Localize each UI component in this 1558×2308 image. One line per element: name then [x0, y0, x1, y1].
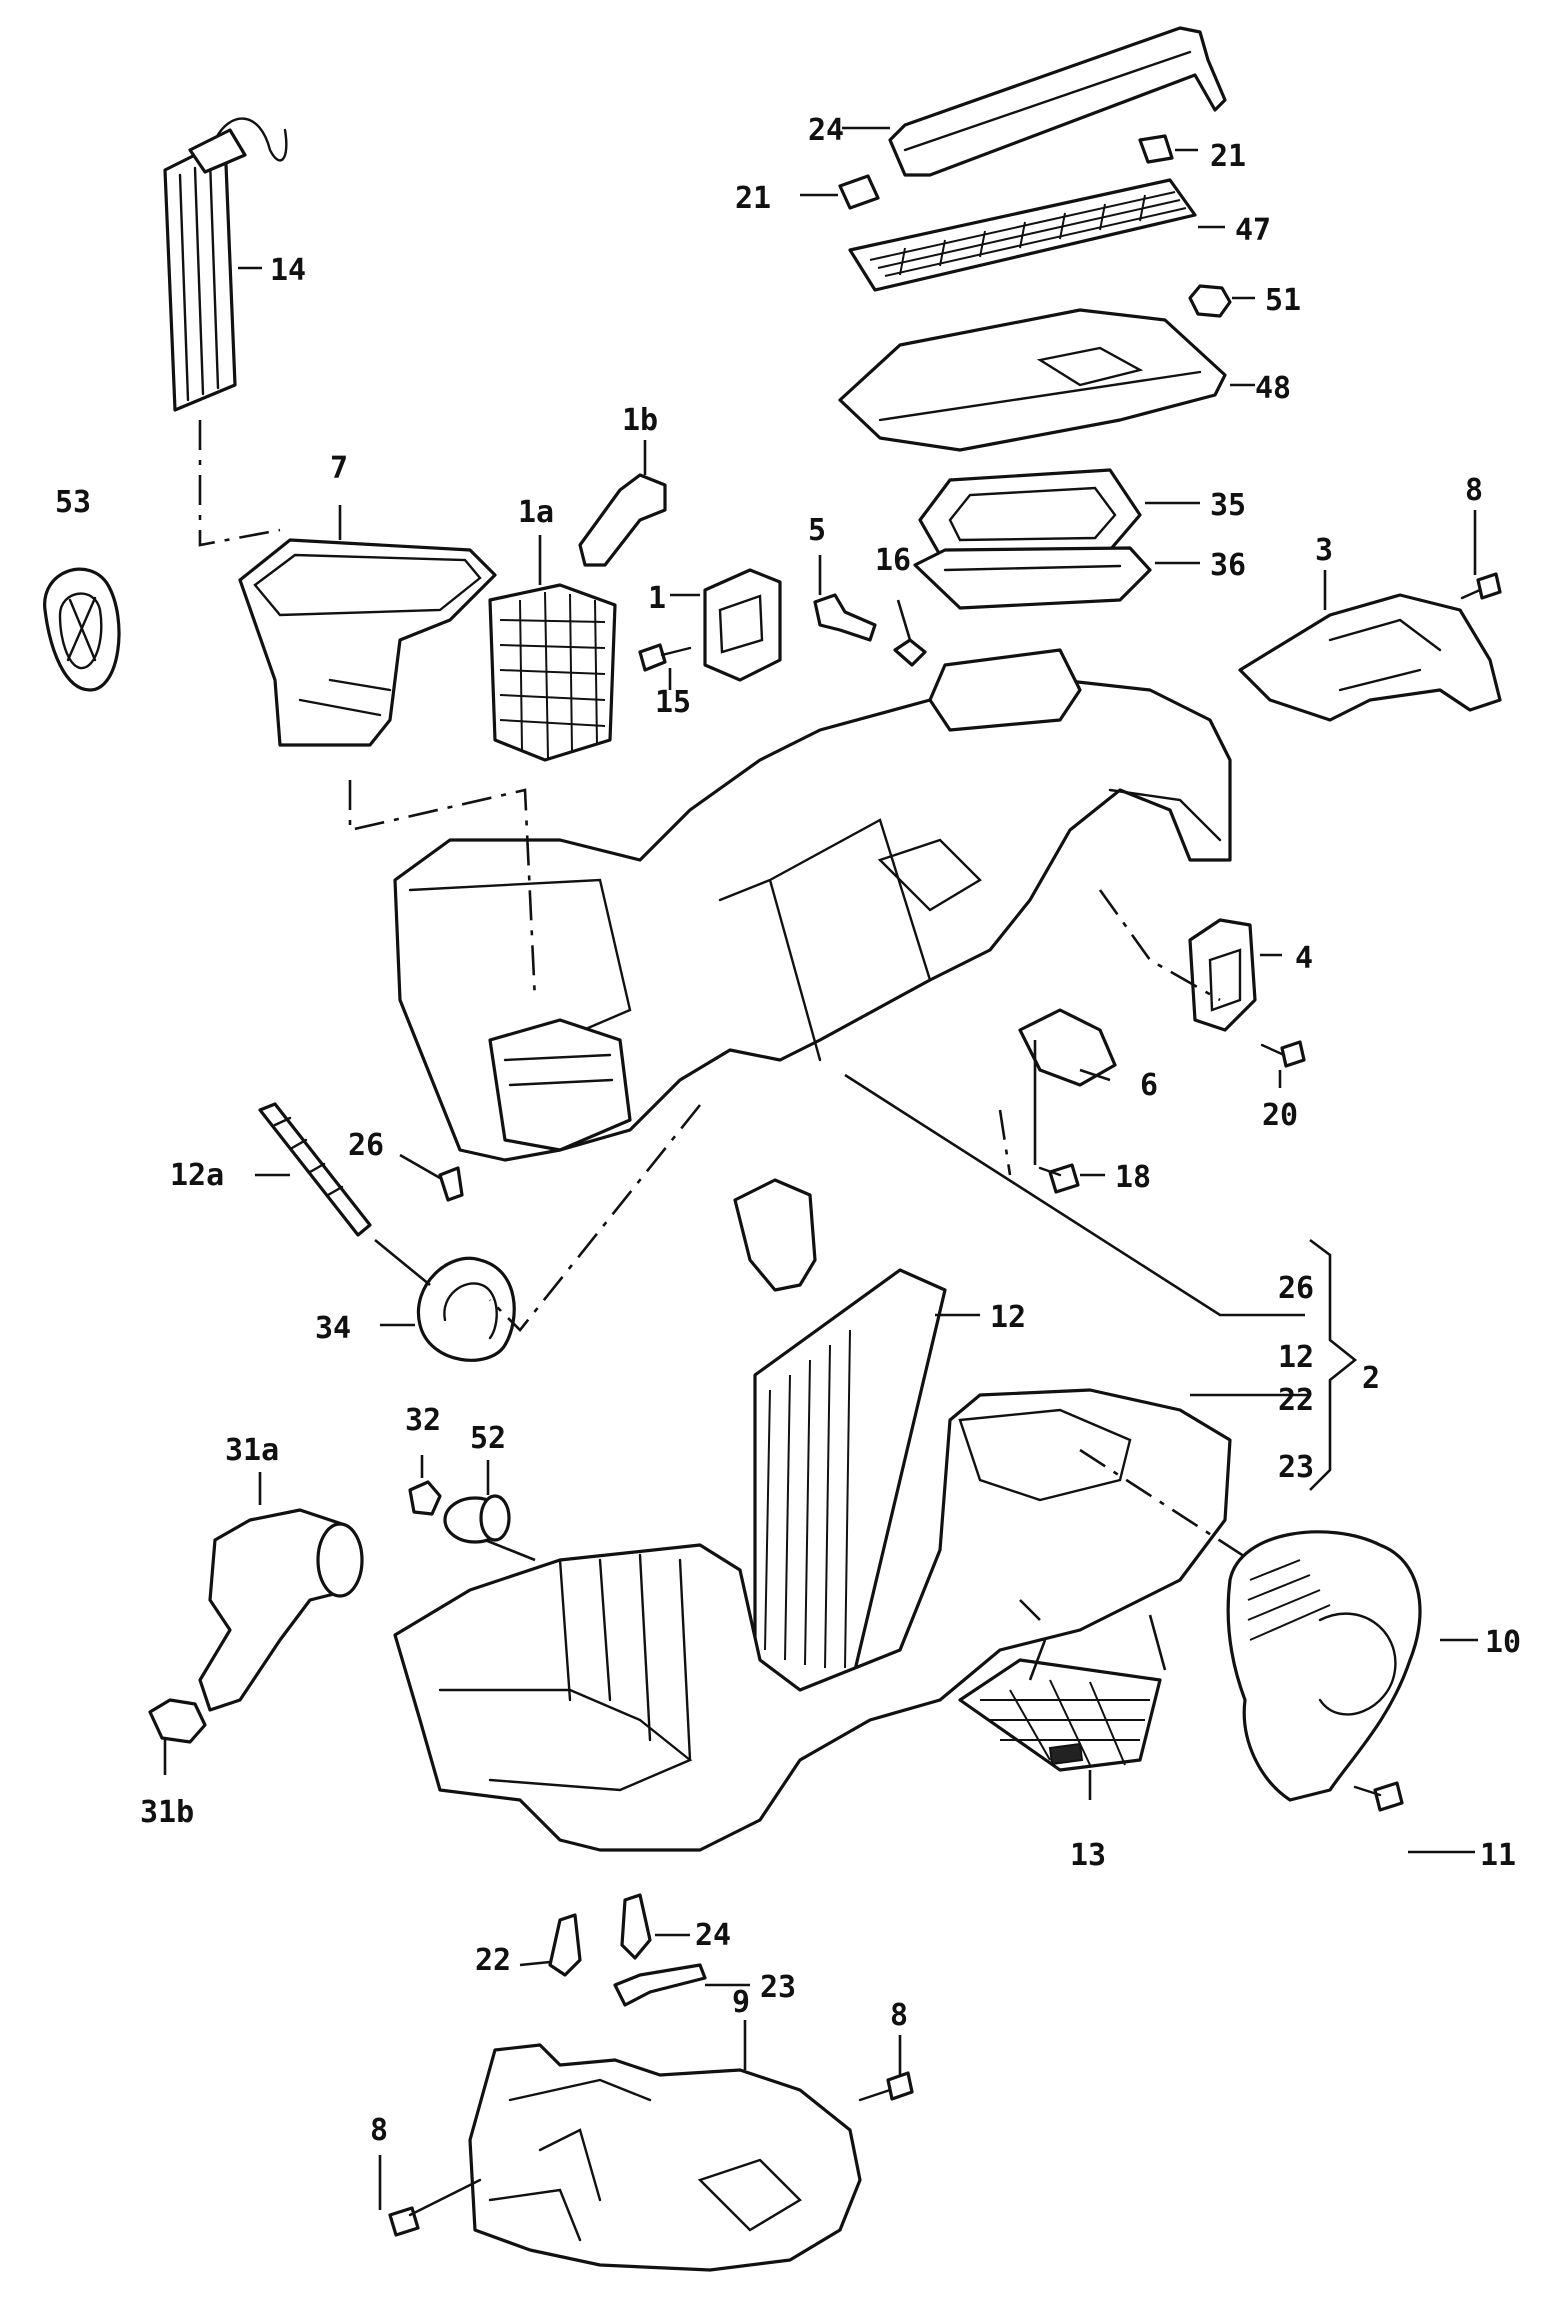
callout-8-left: 8: [370, 2113, 388, 2148]
callout-31a: 31a: [225, 1433, 279, 1468]
part-1a-actuator: [488, 583, 617, 762]
callout-21-right: 21: [1210, 139, 1246, 174]
part-12a-sensor-rod: [258, 1102, 372, 1237]
part-6-plate: [1018, 1008, 1117, 1087]
part-31b-nut: [148, 1698, 207, 1744]
part-24-valve: [620, 1893, 652, 1960]
callout-8-right: 8: [890, 1998, 908, 2033]
callout-11: 11: [1480, 1838, 1516, 1873]
part-35-gasket: [918, 468, 1142, 557]
callout-1: 1: [648, 581, 666, 616]
callout-26-group: 26: [1278, 1271, 1314, 1306]
part-48-tray: [838, 308, 1227, 452]
part-9-bottom-housing: [468, 2043, 862, 2272]
part-21-clip-left: [838, 174, 880, 210]
part-21-clip-right: [1138, 134, 1174, 164]
callout-24-top: 24: [808, 113, 844, 148]
part-20-screw: [1260, 1040, 1306, 1068]
callout-34: 34: [315, 1311, 351, 1346]
assembly-lines: [198, 420, 1251, 1562]
callout-5: 5: [808, 513, 826, 548]
part-14-heater-core: [163, 117, 288, 412]
part-4-module: [1188, 918, 1257, 1032]
callout-12a: 12a: [170, 1158, 224, 1193]
part-10-blower: [1226, 1530, 1422, 1802]
callout-20: 20: [1262, 1098, 1298, 1133]
callout-32: 32: [405, 1403, 441, 1438]
callout-1a: 1a: [518, 495, 554, 530]
callout-7: 7: [330, 451, 348, 486]
callout-51: 51: [1265, 283, 1301, 318]
callout-18: 18: [1115, 1160, 1151, 1195]
callout-22-bottom: 22: [475, 1943, 511, 1978]
callout-31b: 31b: [140, 1795, 194, 1830]
callout-1b: 1b: [622, 403, 658, 438]
callout-52: 52: [470, 1421, 506, 1456]
part-13-screen: [958, 1658, 1162, 1772]
callout-8-top: 8: [1465, 473, 1483, 508]
part-8-screw-top: [1460, 572, 1502, 600]
callout-9: 9: [732, 1985, 750, 2020]
part-52-pad: [443, 1494, 511, 1544]
callout-24-bottom: 24: [695, 1918, 731, 1953]
callout-10: 10: [1485, 1625, 1521, 1660]
callout-6: 6: [1140, 1068, 1158, 1103]
part-47-filter: [848, 178, 1197, 292]
callout-2: 2: [1362, 1361, 1380, 1396]
callout-22-group: 22: [1278, 1383, 1314, 1418]
part-26-clip: [438, 1166, 464, 1202]
part-3-bracket: [1238, 593, 1502, 722]
part-31a-outlet: [198, 1508, 364, 1712]
callout-14: 14: [270, 253, 306, 288]
part-34-grommet: [416, 1256, 516, 1362]
callout-23-group: 23: [1278, 1450, 1314, 1485]
part-36-gasket: [913, 546, 1152, 610]
part-11-screw: [1353, 1781, 1404, 1812]
callout-12-evaporator: 12: [990, 1300, 1026, 1335]
part-22-valve: [548, 1913, 582, 1977]
callout-21-left: 21: [735, 181, 771, 216]
callout-36: 36: [1210, 548, 1246, 583]
part-16-grommet: [893, 638, 927, 667]
part-18-screw: [1038, 1163, 1080, 1194]
callout-35: 35: [1210, 488, 1246, 523]
part-32-plug: [408, 1480, 442, 1516]
callout-12-group: 12: [1278, 1340, 1314, 1375]
part-1b-lever: [578, 473, 667, 567]
callout-15: 15: [655, 685, 691, 720]
leader-lines: [163, 126, 1478, 2210]
callout-53: 53: [55, 485, 91, 520]
part-15-screw: [638, 643, 692, 672]
part-5-sensor: [813, 593, 877, 642]
callout-3: 3: [1315, 533, 1333, 568]
callout-13: 13: [1070, 1838, 1106, 1873]
callout-4: 4: [1295, 941, 1313, 976]
part-51-nut: [1188, 284, 1232, 318]
callout-48: 48: [1255, 371, 1291, 406]
callout-26-left: 26: [348, 1128, 384, 1163]
part-upper-housing: [393, 648, 1232, 1162]
part-8-screw-left: [388, 2178, 482, 2237]
part-7-duct: [238, 538, 497, 747]
callout-16: 16: [875, 543, 911, 578]
callout-labels: 24 21 21 47 51 48 14 1b 53 7 1a 1 5 16 3…: [55, 113, 1521, 2148]
part-lower-housing: [393, 1388, 1232, 1852]
part-53-cap: [43, 567, 121, 692]
callout-47: 47: [1235, 213, 1271, 248]
part-23-lever: [613, 1963, 707, 2007]
part-24-strip: [888, 26, 1227, 177]
part-1-control-unit: [703, 568, 782, 682]
callout-23-bottom: 23: [760, 1970, 796, 2005]
part-8-screw-right: [858, 2071, 914, 2102]
